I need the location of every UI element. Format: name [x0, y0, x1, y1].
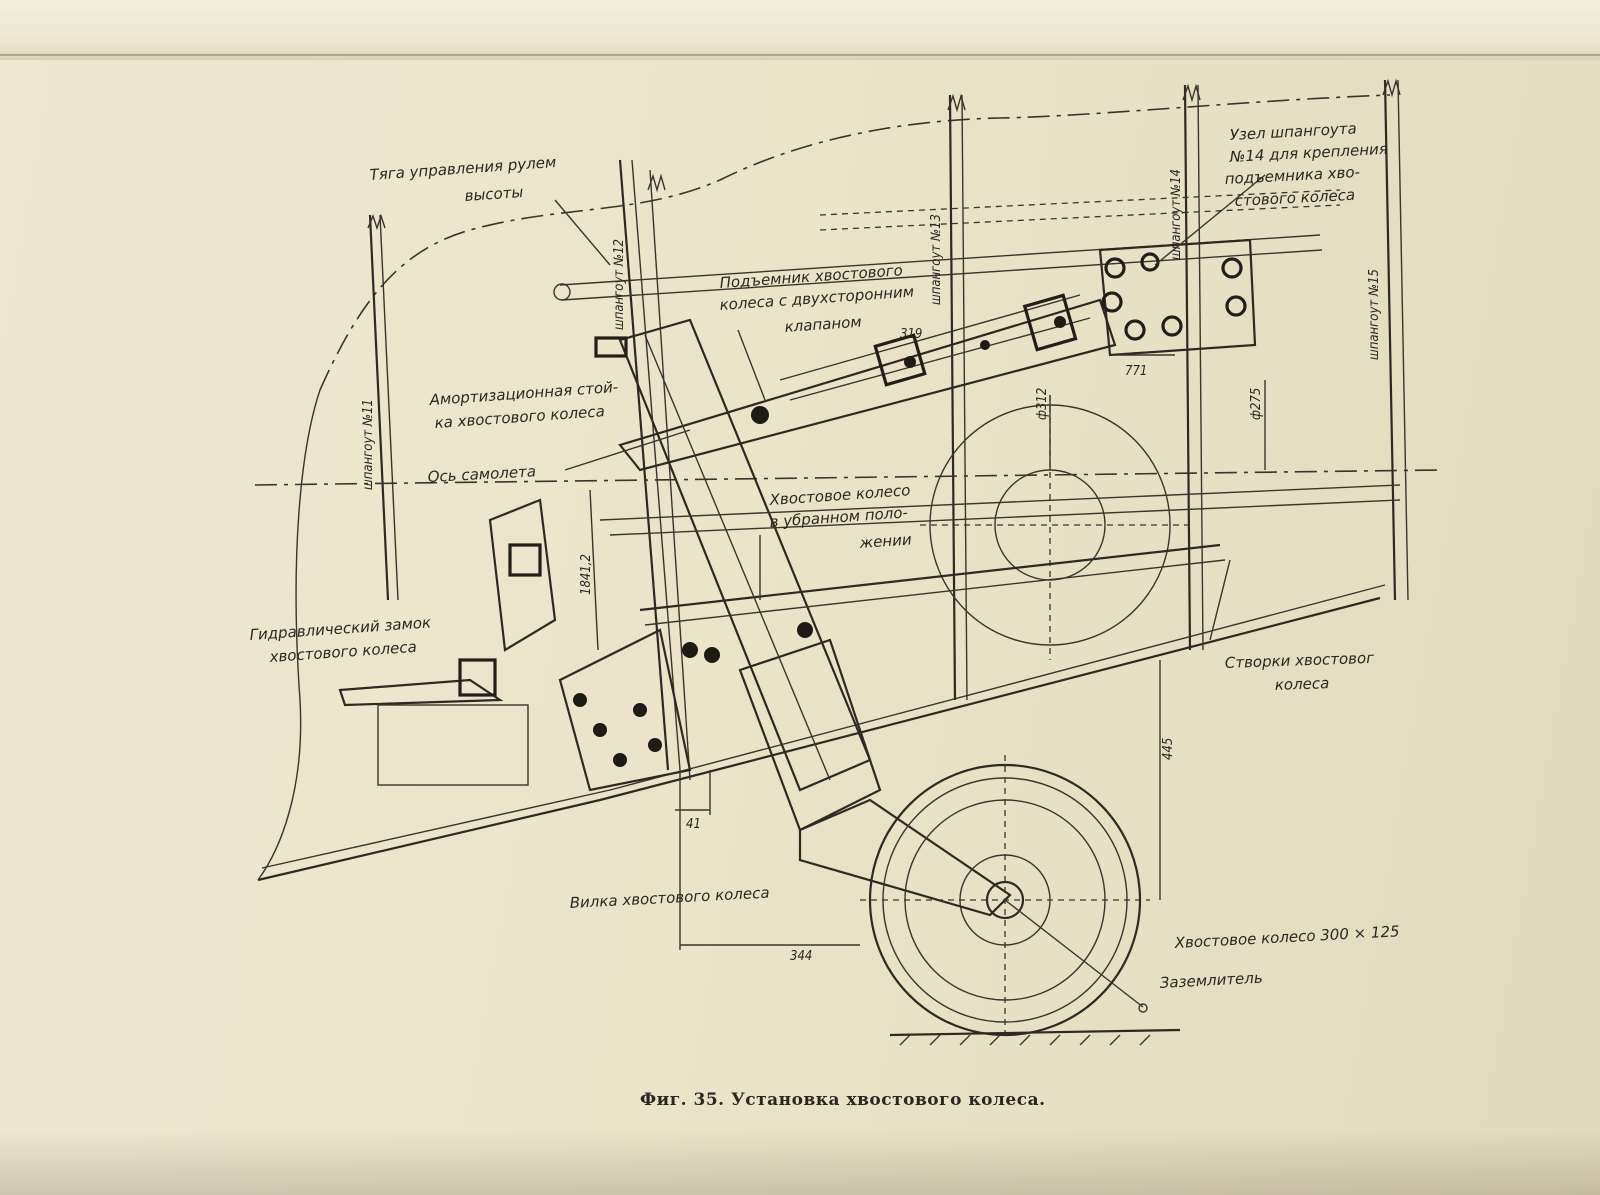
- label-frame-node-4: стового колеса: [1234, 186, 1355, 210]
- frame-14-node: [1098, 238, 1257, 357]
- frame-12: [618, 159, 691, 781]
- label-aircraft-axis: Ось самолета: [427, 462, 536, 486]
- ground-strap-line: [1004, 899, 1144, 1008]
- label-frame-node-2: №14 для крепления: [1228, 140, 1388, 166]
- label-frame-node-3: подъемника хво-: [1224, 163, 1360, 188]
- label-elevator-rod-1: Тяга управления рулем: [369, 153, 557, 184]
- fuselage-left-contour: [257, 389, 321, 881]
- label-retractor-3: клапаном: [784, 313, 862, 336]
- leader-lines: [554, 174, 1266, 641]
- label-fork: Вилка хвостового колеса: [569, 884, 770, 912]
- mounting-bracket: [558, 628, 698, 792]
- wheel-fork: [738, 638, 1012, 917]
- dim-344: 344: [790, 949, 812, 964]
- label-frame-14: шпангоут №14: [1169, 169, 1184, 260]
- frame-11: [367, 213, 399, 601]
- label-doors-2: колеса: [1275, 674, 1330, 694]
- page-fold: [0, 0, 1600, 60]
- tail-wheel-retracted: [920, 395, 1190, 660]
- frame-15: [1382, 78, 1409, 601]
- label-doors-1: Створки хвостовог: [1225, 649, 1375, 672]
- label-frame-13: шпангоут №13: [929, 214, 944, 305]
- elevator-control-rod: [553, 189, 1341, 301]
- dim-771: 771: [1125, 364, 1147, 379]
- label-frame-node-1: Узел шпангоута: [1229, 119, 1357, 144]
- retractor-cylinder: [618, 293, 1117, 472]
- fuselage-upper-contour: [319, 94, 1391, 391]
- bottom-shade: [0, 1130, 1600, 1195]
- dim-445: 445: [1161, 738, 1176, 760]
- ground-line: [889, 1028, 1181, 1046]
- label-retracted-wheel-3: жении: [858, 530, 912, 552]
- fold-line: [0, 54, 1600, 56]
- label-ground-strap: Заземлитель: [1159, 969, 1263, 992]
- dim-41: 41: [686, 817, 701, 832]
- dim-radius-1: ф312: [1035, 388, 1050, 420]
- tail-wheel-extended: [860, 755, 1150, 1040]
- label-hydraulic-lock-2: хвостового колеса: [268, 638, 417, 666]
- dimension-lines: [589, 354, 1266, 950]
- hydraulic-lock: [338, 498, 557, 786]
- label-tail-wheel: Хвостовое колесо 300 × 125: [1173, 922, 1400, 952]
- fuselage-lower-skin: [257, 596, 1381, 882]
- dim-319: 319: [900, 327, 922, 342]
- label-frame-11: шпангоут №11: [361, 399, 376, 490]
- aircraft-axis-line: [254, 469, 1441, 486]
- label-elevator-rod-2: высоты: [464, 183, 524, 205]
- dim-radius-2: ф275: [1249, 388, 1264, 420]
- dim-1841: 1841,2: [579, 554, 594, 595]
- label-frame-15: шпангоут №15: [1367, 269, 1382, 360]
- fuselage-lower-skin-inner: [261, 584, 1386, 869]
- label-frame-12: шпангоут №12: [612, 239, 627, 330]
- wheel-doors: [599, 484, 1401, 626]
- frame-13: [947, 93, 968, 701]
- frame-14: [1182, 83, 1204, 651]
- figure-caption: Фиг. 35. Установка хвостового колеса.: [640, 1090, 1046, 1110]
- ground-strap-end: [1138, 1003, 1148, 1013]
